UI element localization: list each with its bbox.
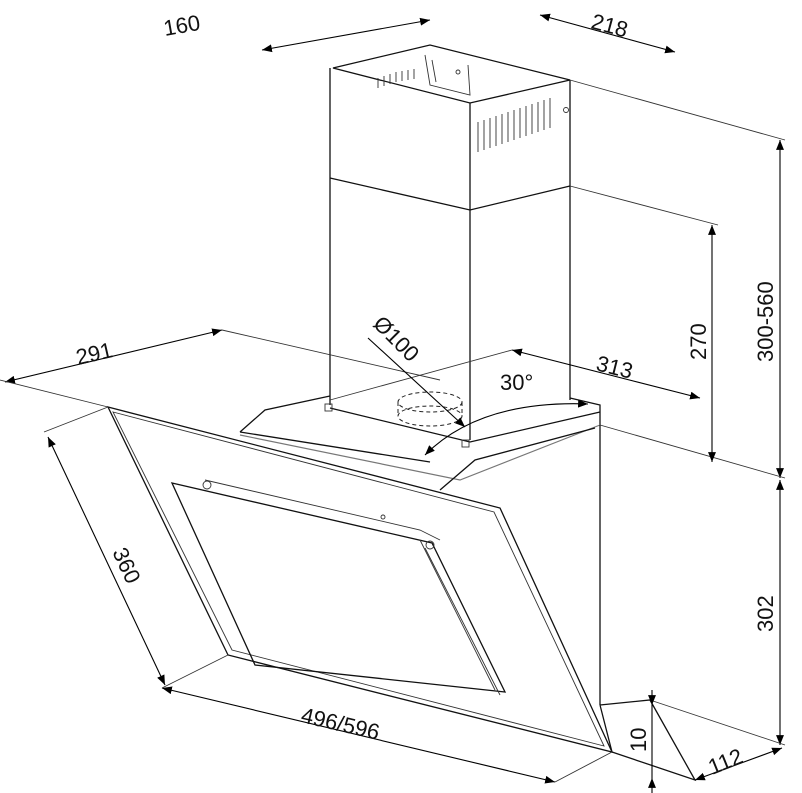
- lower-chimney: [329, 178, 571, 440]
- label-chimney-width: 218: [589, 9, 631, 43]
- upper-chimney: [329, 44, 571, 211]
- label-hood-depth: 291: [74, 337, 115, 370]
- dimension-labels: 160 218 300-560 270 291 313 Ø100 30° 360…: [74, 9, 778, 780]
- label-lip-height: 10: [626, 728, 651, 752]
- hood-body: [239, 391, 601, 705]
- dimension-lines: [0, 13, 786, 793]
- mounting-bracket: [424, 54, 569, 113]
- label-chimney-depth: 160: [162, 10, 203, 41]
- vent-slots: [377, 69, 551, 152]
- label-hood-width: 496/596: [299, 703, 382, 745]
- label-chimney-height-range: 300-560: [753, 281, 778, 362]
- label-duct-diameter: Ø100: [368, 311, 424, 367]
- label-glass-height: 360: [107, 544, 145, 588]
- label-bottom-depth: 112: [705, 743, 747, 779]
- glass-panel: [106, 406, 614, 753]
- label-hood-height: 302: [753, 595, 778, 632]
- label-tilt-angle: 30°: [500, 370, 533, 395]
- label-upper-chimney-height: 270: [686, 323, 711, 360]
- label-base-width: 313: [594, 351, 636, 384]
